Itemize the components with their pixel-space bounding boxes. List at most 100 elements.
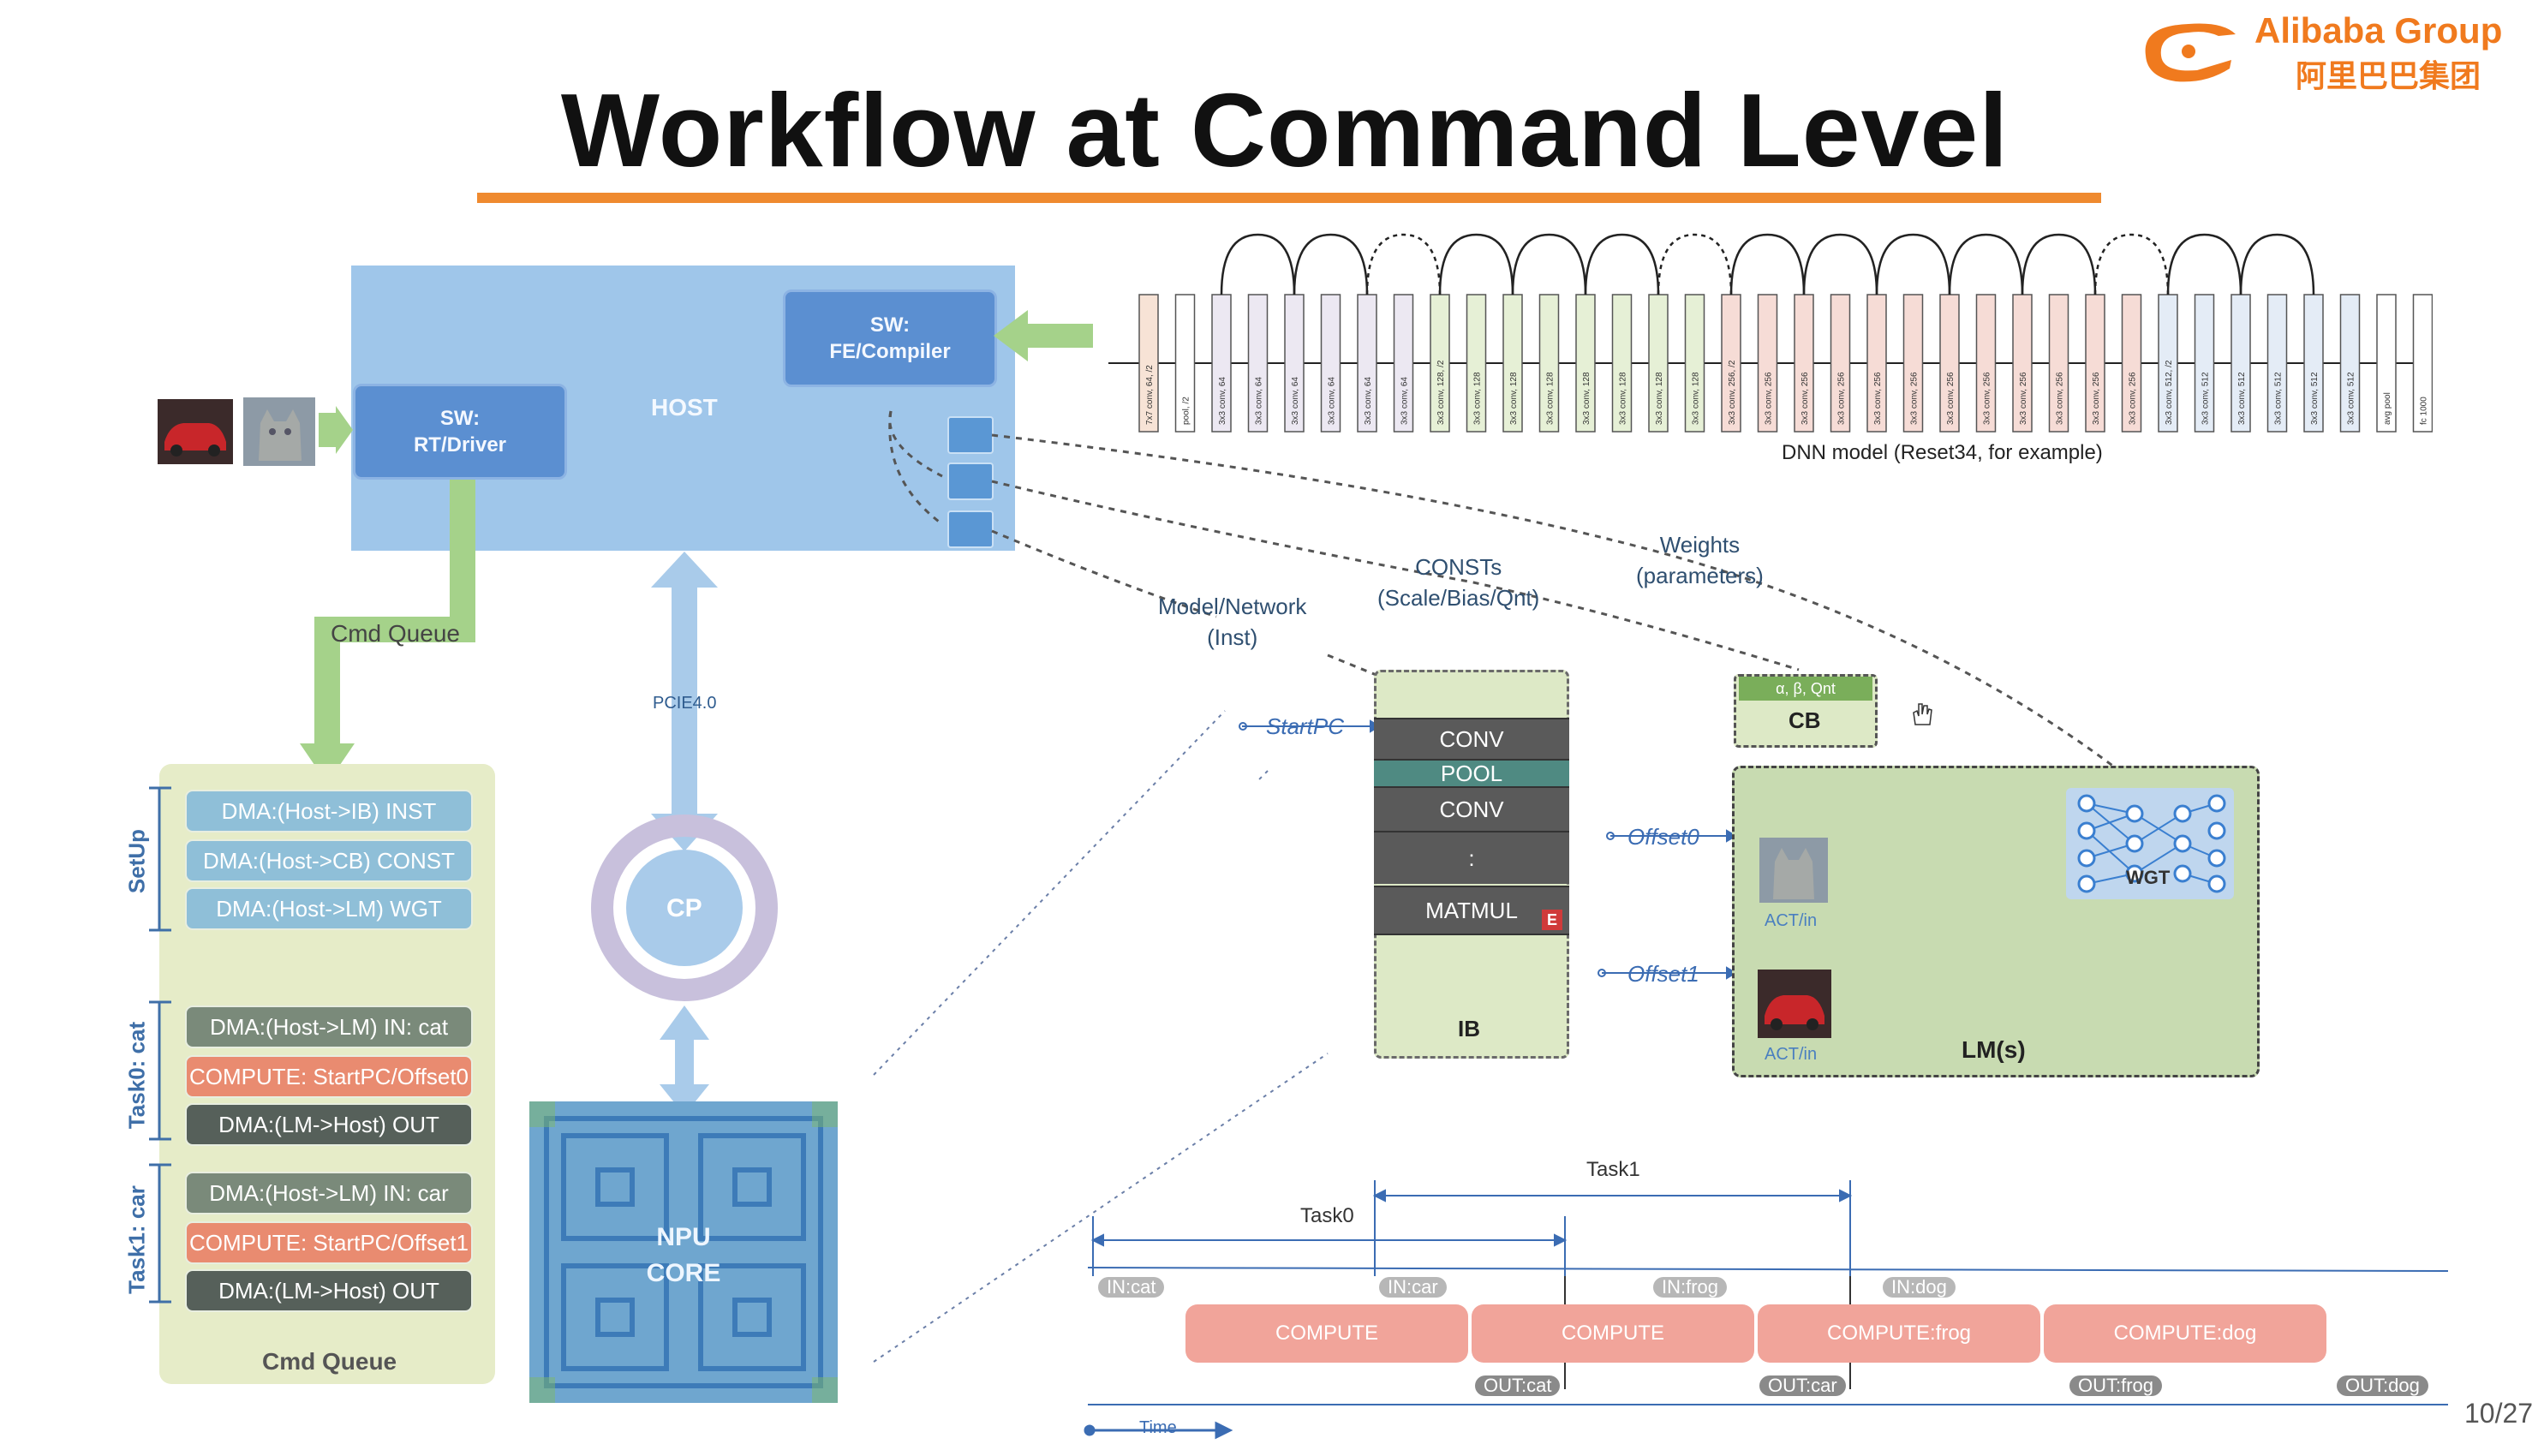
dnn-skip-connection <box>1802 233 1878 295</box>
ib-row-ellipsis: : <box>1374 831 1569 884</box>
queue-group-brackets <box>149 786 171 1304</box>
alibaba-logo-icon <box>2145 23 2236 82</box>
dnn-layer-label: 3x3 conv, 128 <box>1509 372 1519 425</box>
timeline-compute-dog: COMPUTE:dog <box>2044 1304 2326 1363</box>
lm-act2-label: ACT/in <box>1765 1045 1818 1064</box>
cmd-queue-item: DMA:(Host->LM) IN: car <box>185 1172 473 1214</box>
cb-label: CB <box>1789 707 1821 733</box>
dnn-skip-connection <box>1729 233 1806 295</box>
dnn-skip-connection <box>2166 233 2242 295</box>
logo-chinese: 阿里巴巴集团 <box>2296 58 2481 93</box>
startpc-label: StartPC <box>1266 713 1345 739</box>
neural-network-icon <box>2066 788 2234 899</box>
setup-group-label: SetUp <box>123 828 150 894</box>
wgt-label: WGT <box>2126 867 2171 888</box>
lm-label: LM(s) <box>1962 1036 2026 1063</box>
dnn-layer-label: 3x3 conv, 256 <box>2092 372 2101 425</box>
dnn-skip-connection <box>1438 233 1514 295</box>
cp-label: CP <box>666 894 702 922</box>
dnn-layer-label: 3x3 conv, 64 <box>1291 377 1300 425</box>
logo-wordmark: Alibaba Group <box>2254 10 2503 51</box>
task0-label: Task0 <box>1300 1204 1354 1227</box>
sw-rt-driver-box: SW: RT/Driver <box>353 384 567 480</box>
dnn-layer-label: 3x3 conv, 64 <box>1218 377 1227 425</box>
npu-core-label: NPU CORE <box>646 1223 721 1287</box>
dnn-skip-connection <box>2021 233 2097 295</box>
lm-cat-image-icon <box>1759 838 1828 903</box>
pcie-label: PCIE4.0 <box>653 694 717 713</box>
dnn-layer <box>1174 294 1196 433</box>
cat-image-icon <box>243 397 315 466</box>
timeline-output-frog: OUT:frog <box>2069 1375 2163 1396</box>
cmd-queue-item: COMPUTE: StartPC/Offset1 <box>185 1221 473 1264</box>
dnn-layer <box>2339 294 2361 433</box>
timeline-input-frog: IN:frog <box>1653 1276 1728 1298</box>
dnn-layer-label: 3x3 conv, 512 <box>2237 372 2247 425</box>
dnn-skip-connection <box>1365 233 1442 295</box>
hand-cursor-icon <box>1913 703 1932 725</box>
ib-row-matmul: MATMUL <box>1374 886 1569 935</box>
input-arrow-icon <box>319 406 353 454</box>
end-marker-icon: E <box>1542 910 1562 930</box>
time-axis-label: Time <box>1139 1418 1177 1437</box>
slide-title: Workflow at Command Level <box>560 72 2010 188</box>
timeline-output-cat: OUT:cat <box>1475 1375 1561 1396</box>
dnn-layer-label: 3x3 conv, 512 <box>2201 372 2211 425</box>
car-image-icon <box>158 399 233 464</box>
cmd-queue-item: COMPUTE: StartPC/Offset0 <box>185 1055 473 1098</box>
dnn-layer-label: 3x3 conv, 128, /2 <box>1436 360 1446 425</box>
dnn-layer-label: 3x3 conv, 64 <box>1328 377 1337 425</box>
dnn-layer-label: 3x3 conv, 256 <box>1983 372 1992 425</box>
timeline-input-dog: IN:dog <box>1883 1276 1956 1298</box>
dnn-layer-label: 3x3 conv, 64 <box>1364 377 1373 425</box>
timeline-compute-car: COMPUTE <box>1472 1304 1754 1363</box>
dnn-skip-connection <box>2093 233 2170 295</box>
dnn-layer <box>1320 294 1341 433</box>
cmd-queue-item: DMA:(Host->LM) WGT <box>185 887 473 930</box>
ib-row-conv-1: CONV <box>1374 718 1569 759</box>
dnn-layer-label: 3x3 conv, 256 <box>1801 372 1810 425</box>
cmd-queue-item: DMA:(LM->Host) OUT <box>185 1103 473 1146</box>
consts-annotation: CONSTs (Scale/Bias/Qnt) <box>1377 554 1540 612</box>
ib-row-conv-2: CONV <box>1374 786 1569 831</box>
dnn-layer-label: 3x3 conv, 256 <box>2129 372 2138 425</box>
dnn-layer <box>1247 294 1269 433</box>
dnn-model-caption: DNN model (Reset34, for example) <box>1782 441 2103 464</box>
dnn-layer <box>2412 294 2433 433</box>
dnn-skip-connection <box>1220 233 1296 295</box>
dnn-layer <box>2376 294 2397 433</box>
dnn-layer-label: 3x3 conv, 256 <box>2019 372 2028 425</box>
npu-core-block: NPU CORE <box>529 1101 838 1403</box>
model-input-arrow-icon <box>994 310 1093 361</box>
dnn-layer-label: 3x3 conv, 128 <box>1546 372 1556 425</box>
dnn-layer <box>2266 294 2288 433</box>
timeline-output-dog: OUT:dog <box>2337 1375 2428 1396</box>
dnn-layer-label: 3x3 conv, 512 <box>2274 372 2284 425</box>
sw-fe-compiler-box: SW: FE/Compiler <box>783 289 997 387</box>
dnn-layer <box>2048 294 2069 433</box>
dnn-layer-label: 3x3 conv, 256 <box>1765 372 1774 425</box>
dnn-layer-label: pool, /2 <box>1182 397 1191 425</box>
dnn-layer-label: 3x3 conv, 512 <box>2347 372 2356 425</box>
timeline-output-car: OUT:car <box>1759 1375 1846 1396</box>
timeline-input-cat: IN:cat <box>1098 1276 1165 1298</box>
host-slot-inst <box>947 416 994 454</box>
dnn-layer-label: 3x3 conv, 256 <box>1837 372 1847 425</box>
dnn-layer <box>1466 294 1487 433</box>
dnn-layer-label: 3x3 conv, 128 <box>1473 372 1483 425</box>
host-label: HOST <box>651 394 718 421</box>
ib-label: IB <box>1458 1016 1480 1041</box>
task1-group-label: Task1: car <box>123 1185 150 1294</box>
dnn-layer-label: 3x3 conv, 64 <box>1400 377 1410 425</box>
dnn-layer <box>1975 294 1997 433</box>
offset0-label: Offset0 <box>1627 824 1699 850</box>
ib-row-pool: POOL <box>1374 759 1569 786</box>
cmd-queue-arrow-label: Cmd Queue <box>331 620 460 647</box>
page-number: 10/27 <box>2464 1398 2534 1429</box>
dnn-layer-label: 3x3 conv, 512 <box>2310 372 2320 425</box>
dnn-skip-connection <box>1584 233 1660 295</box>
dnn-layer-label: 3x3 conv, 64 <box>1255 377 1264 425</box>
cmd-queue-item: DMA:(LM->Host) OUT <box>185 1269 473 1312</box>
